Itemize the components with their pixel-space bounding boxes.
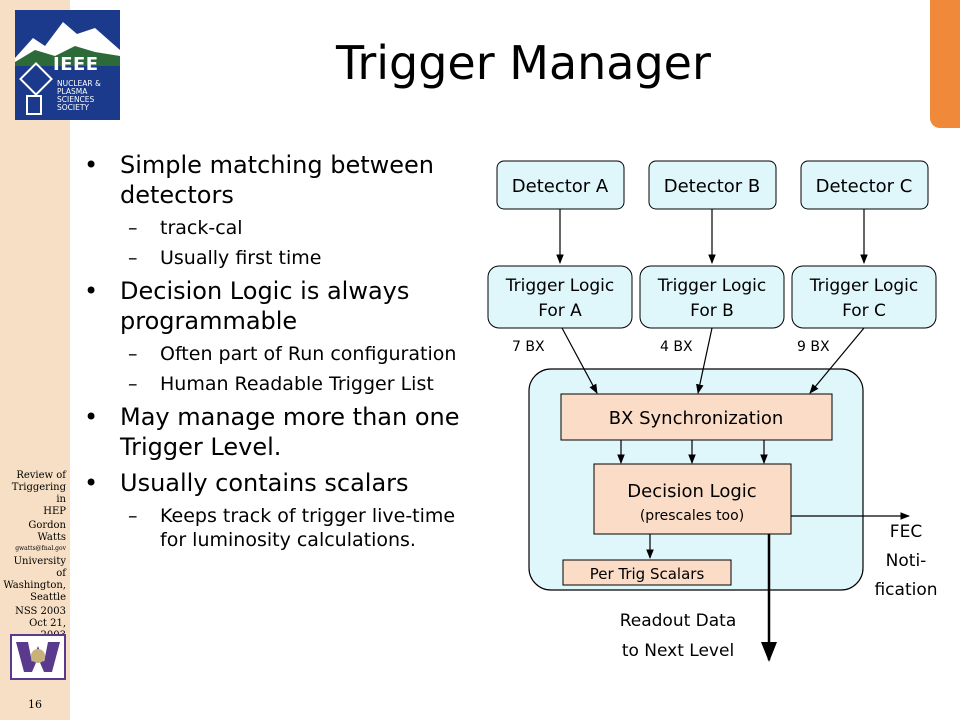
ieee-npss-logo: IEEE NUCLEAR & PLASMA SCIENCES SOCIETY	[15, 10, 120, 120]
sidebar-review-text: Review of Triggering in HEP	[11, 470, 66, 517]
fec-line1: FEC	[890, 522, 922, 542]
readout-line2: to Next Level	[622, 641, 734, 661]
arrow-logic-b	[696, 327, 713, 394]
trigger-logic-a-line1: Trigger Logic	[505, 276, 614, 296]
sub-bullet-item: –Keeps track of trigger live-time for lu…	[128, 505, 456, 551]
ieee-wordmark: IEEE	[53, 54, 99, 75]
mountain-icon	[15, 22, 120, 115]
trigger-logic-b-line1: Trigger Logic	[657, 276, 766, 296]
bx-sync-box	[560, 393, 833, 441]
decision-logic-sub: (prescales too)	[640, 508, 744, 524]
fec-line2: Noti-	[886, 551, 927, 571]
trigger-logic-c-line1: Trigger Logic	[809, 276, 918, 296]
arrow-logic-a	[561, 327, 598, 394]
sub-bullet-item: –track-cal	[128, 217, 243, 239]
bx-label-a: 7 BX	[512, 339, 545, 355]
bx-label-b: 4 BX	[660, 339, 693, 355]
bullet-item: •Decision Logic is always programmable	[84, 277, 410, 335]
scalars-label: Per Trig Scalars	[590, 565, 705, 583]
sub-bullet-item: –Usually first time	[128, 247, 322, 269]
orange-corner-tab	[930, 0, 960, 128]
page-title: Trigger Manager	[336, 36, 711, 90]
npss-society-text: NUCLEAR & PLASMA SCIENCES SOCIETY	[57, 79, 101, 112]
sub-bullet-item: –Human Readable Trigger List	[128, 373, 434, 395]
bullet-item: •May manage more than one Trigger Level.	[84, 403, 460, 461]
bullet-list: •Simple matching between detectors –trac…	[84, 150, 484, 558]
bx-label-c: 9 BX	[797, 339, 830, 355]
husky-icon	[16, 642, 60, 672]
sub-bullet-item: –Often part of Run configuration	[128, 343, 457, 365]
bx-sync-label: BX Synchronization	[609, 408, 784, 429]
bullet-item: •Simple matching between detectors	[84, 151, 435, 209]
detector-b-label: Detector B	[664, 176, 761, 197]
sidebar-author: Gordon Watts gwatts@fnal.gov	[15, 520, 66, 552]
trigger-logic-a-line2: For A	[538, 301, 582, 321]
detector-c-label: Detector C	[816, 176, 913, 197]
decision-logic-label: Decision Logic	[627, 481, 756, 502]
trigger-logic-c-line2: For C	[842, 301, 886, 321]
sidebar-affiliation: University of Washington, Seattle	[3, 556, 66, 603]
detector-a-label: Detector A	[512, 176, 609, 197]
uw-husky-logo	[10, 634, 66, 680]
left-band	[0, 0, 70, 720]
scalars-box	[562, 559, 732, 586]
bullet-item: •Usually contains scalars	[84, 469, 409, 497]
readout-line1: Readout Data	[620, 611, 737, 631]
decision-logic-box	[593, 463, 792, 535]
fec-line3: fication	[874, 580, 937, 600]
page-number: 16	[28, 698, 42, 711]
trigger-logic-a-box	[487, 265, 633, 329]
trigger-logic-b-line2: For B	[690, 301, 734, 321]
arrow-logic-c	[809, 327, 865, 394]
